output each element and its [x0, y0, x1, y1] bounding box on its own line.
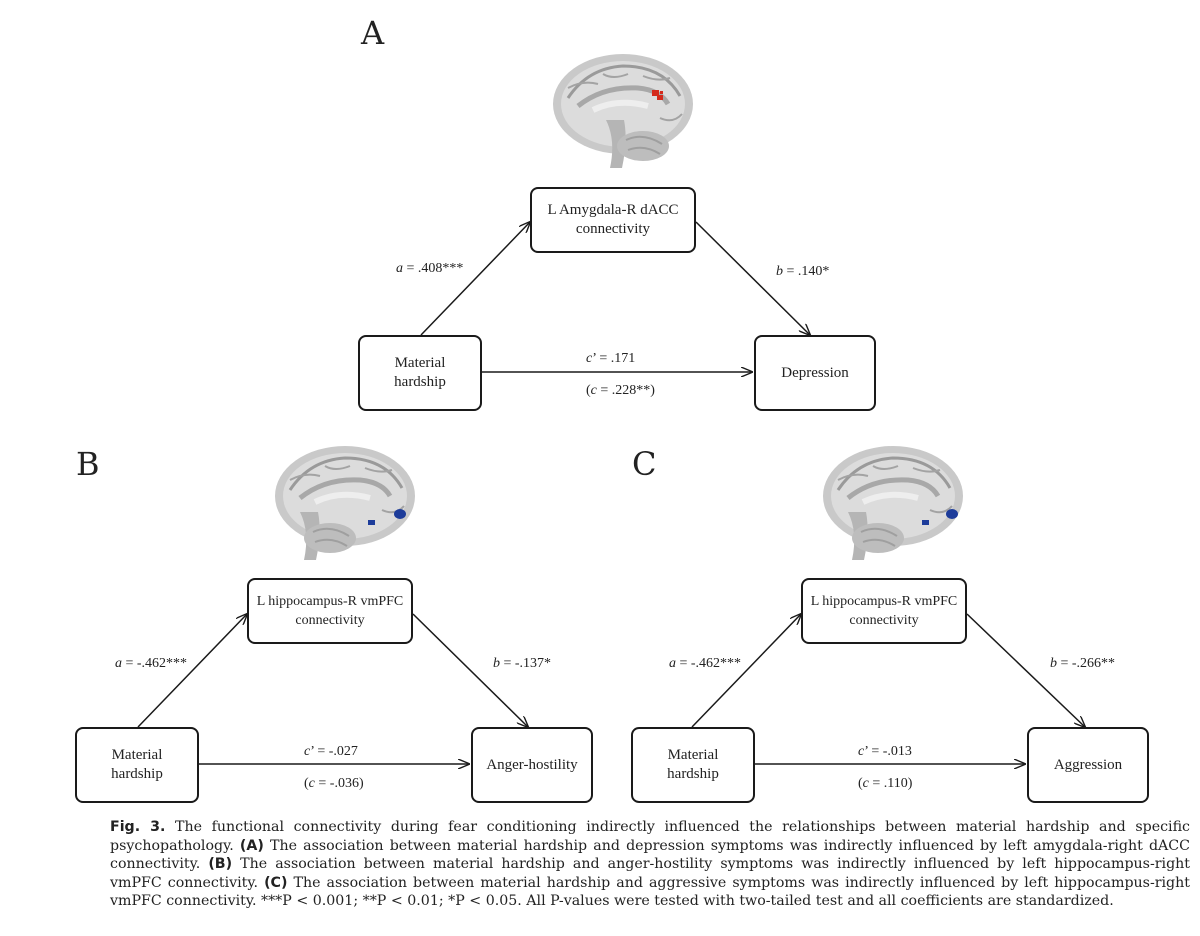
figure-caption: Fig. 3. The functional connectivity duri… — [110, 818, 1190, 911]
b-path-coef-B: b = -.137* — [493, 656, 552, 671]
caption-fig-label: Fig. 3. — [110, 819, 166, 835]
roi-marker-B-2 — [368, 520, 375, 525]
caption-a-text: The association between material hardshi… — [110, 837, 1190, 873]
a-path-coef-A: a = .408*** — [396, 261, 464, 276]
outcome-box-A: Depression — [754, 335, 876, 411]
panel-label-B: B — [76, 445, 100, 483]
c-prime-coef-C: c’ = -.013 — [858, 744, 912, 759]
brain-sagittal-image-C — [823, 446, 963, 560]
arrow-a-path-B — [137, 614, 247, 728]
arrow-b-path-A — [695, 221, 810, 335]
panel-label-A: A — [361, 14, 385, 52]
predictor-box-A: Material hardship — [358, 335, 482, 411]
arrow-b-path-B — [412, 613, 528, 727]
caption-a-label: (A) — [239, 837, 264, 854]
roi-marker-C-1 — [946, 509, 958, 519]
caption-b-text: The association between material hardshi… — [110, 856, 1190, 891]
a-path-coef-C: a = -.462*** — [669, 656, 742, 671]
panel-label-C: C — [632, 445, 657, 483]
c-total-coef-A: (c = .228**) — [586, 383, 655, 398]
caption-c-label: (C) — [264, 874, 288, 891]
caption-intro: The functional connectivity during fear … — [110, 819, 1190, 854]
b-path-coef-C: b = -.266** — [1050, 656, 1116, 671]
c-prime-coef-A: c’ = .171 — [586, 351, 636, 366]
roi-marker-A — [652, 90, 659, 96]
outcome-box-B: Anger-hostility — [471, 727, 593, 803]
roi-marker-B-1 — [394, 509, 406, 519]
outcome-box-C: Aggression — [1027, 727, 1149, 803]
roi-marker-C-2 — [922, 520, 929, 525]
a-path-coef-B: a = -.462*** — [115, 656, 188, 671]
c-total-coef-B: (c = -.036) — [304, 776, 364, 791]
mediator-box-A: L Amygdala-R dACC connectivity — [530, 187, 696, 253]
arrow-a-path-C — [691, 614, 801, 728]
b-path-coef-A: b = .140* — [776, 264, 830, 279]
arrow-b-path-C — [966, 613, 1085, 727]
predictor-box-C: Material hardship — [631, 727, 755, 803]
caption-c-text: The association between material hardshi… — [110, 874, 1190, 910]
predictor-box-B: Material hardship — [75, 727, 199, 803]
caption-notes: ***P < 0.001; **P < 0.01; *P < 0.05. All… — [260, 893, 1114, 910]
mediator-box-B: L hippocampus-R vmPFC connectivity — [247, 578, 413, 644]
c-total-coef-C: (c = .110) — [858, 776, 913, 791]
caption-b-label: (B) — [208, 856, 233, 873]
c-prime-coef-B: c’ = -.027 — [304, 744, 358, 759]
arrow-a-path-A — [420, 222, 530, 336]
brain-sagittal-image-A — [553, 54, 693, 168]
mediator-box-C: L hippocampus-R vmPFC connectivity — [801, 578, 967, 644]
brain-sagittal-image-B — [275, 446, 415, 560]
